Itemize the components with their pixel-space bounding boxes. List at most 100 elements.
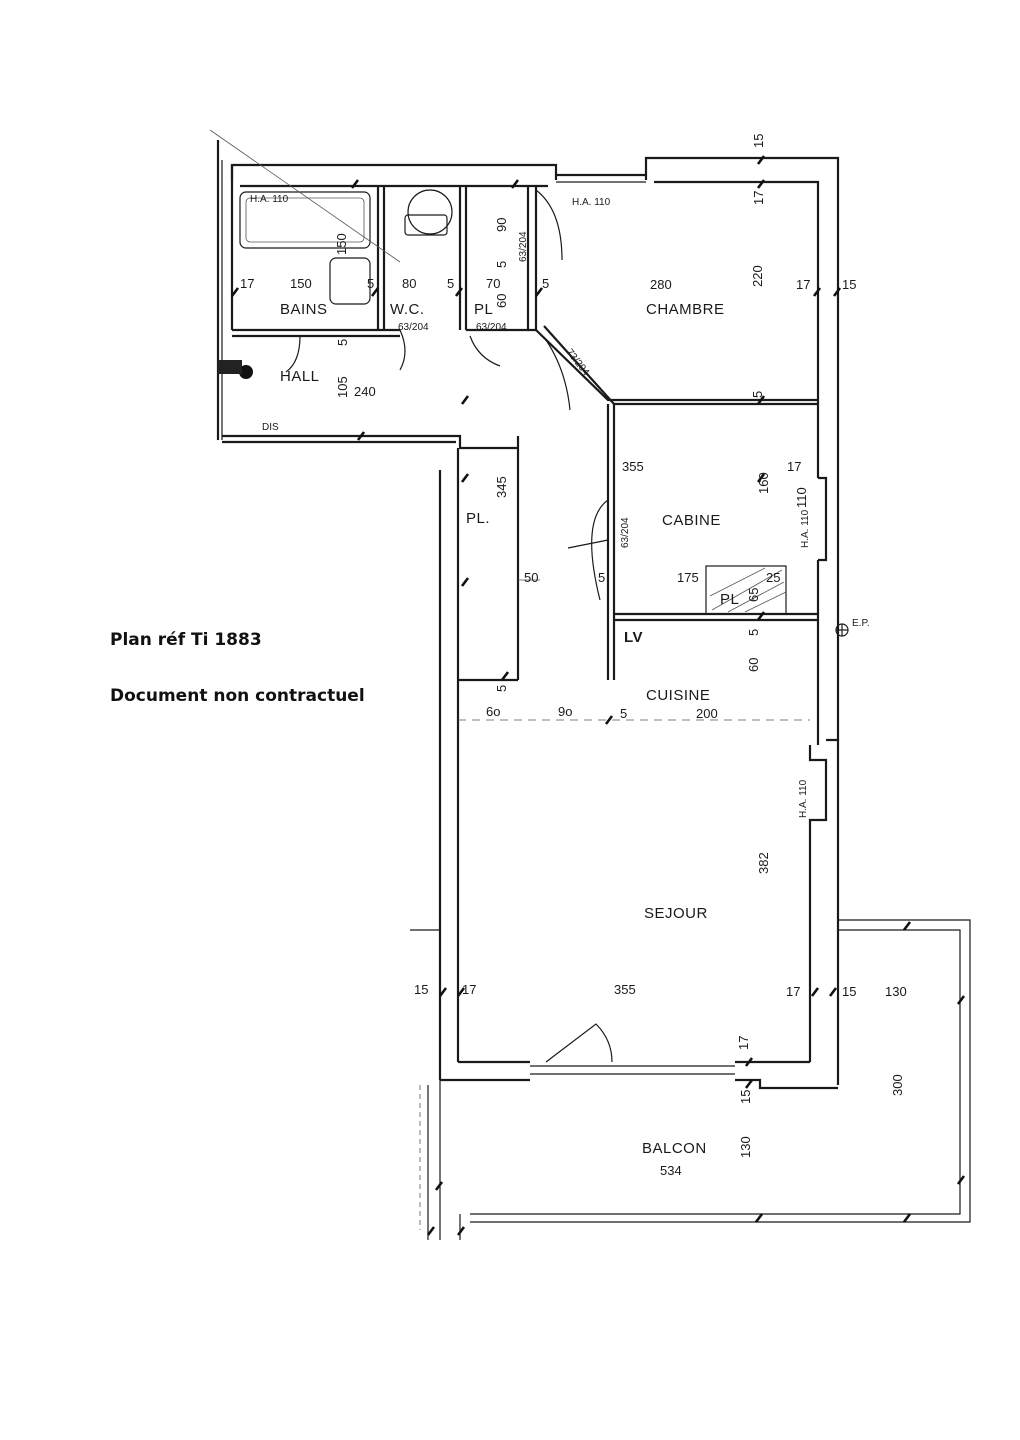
- toilet-tank: [404, 214, 448, 236]
- room-chambre: CHAMBRE: [646, 301, 725, 318]
- fixtures: [209, 129, 787, 615]
- sejour-south-outer-right: [735, 1078, 838, 1090]
- cabine-closet: [705, 565, 787, 615]
- dim-hall-w: 240: [354, 384, 376, 399]
- section-line: [209, 129, 401, 263]
- dim-130-right: 130: [885, 984, 907, 999]
- north-east-wall: [644, 156, 840, 490]
- hall-south-wall: [222, 434, 518, 450]
- dim-5-pl2: 5: [542, 276, 549, 291]
- ha-bains: H.A. 110: [250, 194, 289, 205]
- dim-cuisine-w: 200: [696, 706, 718, 721]
- bains-door-swing: [285, 335, 301, 373]
- plan-reference: Plan réf Ti 1883: [110, 630, 262, 650]
- dim-90: 90: [494, 218, 509, 232]
- bathtub-inner: [245, 197, 365, 243]
- doors: [218, 189, 849, 1063]
- dim-300: 300: [890, 1074, 905, 1096]
- dim-15-chambre: 15: [842, 277, 856, 292]
- balcony-rail-outer: [470, 919, 971, 1223]
- room-sejour: SEJOUR: [644, 905, 708, 922]
- dim-sejour-h: 382: [756, 852, 771, 874]
- dim-17-chambre: 17: [796, 277, 810, 292]
- dim-bains-h: 150: [334, 233, 349, 255]
- diagonal-chambre-wall: [535, 329, 818, 402]
- dim-65: 65: [746, 588, 761, 602]
- dim-25: 25: [766, 570, 780, 585]
- dim-17-top: 17: [751, 191, 766, 205]
- dim-door-pl: 63/204: [476, 322, 507, 333]
- pl-door-swing: [469, 335, 501, 367]
- dim-110-cabine: 110: [794, 487, 809, 508]
- wc-door-swing: [399, 329, 406, 371]
- room-pl-left: PL.: [466, 510, 490, 527]
- dim-hall-h: 105: [335, 376, 350, 398]
- room-balcon: BALCON: [642, 1140, 707, 1157]
- dim-5-low: 5: [620, 706, 627, 721]
- room-hall: HALL: [280, 368, 320, 385]
- dim-15-sejour-r: 15: [842, 984, 856, 999]
- dim-50: 50: [524, 570, 538, 585]
- room-pl-cabine: PL: [720, 591, 739, 608]
- dim-17-bottom: 17: [736, 1036, 751, 1050]
- dim-cabine-h: 160: [756, 472, 771, 494]
- ha-sejour: H.A. 110: [798, 779, 809, 818]
- room-cabine: CABINE: [662, 512, 721, 529]
- dim-door-73: 73/204: [564, 347, 592, 378]
- dim-5-hall: 5: [335, 339, 350, 346]
- dim-15-bottom: 15: [738, 1090, 753, 1104]
- disclaimer: Document non contractuel: [110, 686, 365, 706]
- dim-60-low: 6o: [486, 704, 500, 719]
- dim-60-cuisine: 60: [746, 658, 761, 672]
- balcony-rail: [470, 929, 961, 1215]
- bathtub: [239, 191, 371, 249]
- closet-hatch-2: [727, 581, 785, 613]
- dim-5-chambre-low: 5: [750, 391, 765, 398]
- dim-5-bains: 5: [367, 276, 374, 291]
- dim-wc-w: 80: [402, 276, 416, 291]
- toilet-bowl: [407, 189, 453, 235]
- east-wall-cuisine: [826, 490, 840, 742]
- dim-sejour-w: 355: [614, 982, 636, 997]
- dim-90-low: 9o: [558, 704, 572, 719]
- entry-door-mark: [218, 360, 242, 374]
- cabine-window-frame: [818, 476, 828, 562]
- dimension-ticks: [230, 155, 966, 1236]
- room-pl-top: PL: [474, 301, 493, 318]
- dim-17-bains: 17: [240, 276, 254, 291]
- dim-door-pl-v: 63/204: [518, 231, 529, 262]
- chambre-inner-wall: [654, 180, 820, 478]
- annotations: H.A. 110 H.A. 110 H.A. 110 H.A. 110: [250, 194, 811, 818]
- dim-5-pl: 5: [494, 261, 509, 268]
- dim-pl-h: 345: [494, 476, 509, 498]
- ha-cabine: H.A. 110: [800, 509, 811, 548]
- chambre-door-swing: [545, 339, 571, 411]
- closet-hatch-3: [744, 591, 787, 613]
- dim-175: 175: [677, 570, 699, 585]
- cabine-door-leaf: [567, 539, 609, 549]
- cabine-door-swing: [591, 499, 609, 601]
- washbasin: [329, 257, 371, 305]
- sejour-east-wall: [808, 745, 828, 1062]
- dim-door-wc: 63/204: [398, 322, 429, 333]
- dim-17-sejour: 17: [462, 982, 476, 997]
- room-dis: DIS: [262, 422, 279, 433]
- room-wc: W.C.: [390, 301, 425, 318]
- dim-chambre-w: 280: [650, 277, 672, 292]
- label-ep: E.P.: [852, 618, 870, 629]
- pl-chambre-door-swing: [535, 189, 563, 261]
- dim-17-sejour-r: 17: [786, 984, 800, 999]
- sejour-door-swing: [545, 1023, 613, 1063]
- dim-bains-w: 150: [290, 276, 312, 291]
- room-bains: BAINS: [280, 301, 328, 318]
- dim-5-lv: 5: [746, 629, 761, 636]
- dim-15-sejour: 15: [414, 982, 428, 997]
- walls: [216, 140, 971, 1240]
- dim-15-top: 15: [751, 134, 766, 148]
- closet-hatch-4: [709, 567, 766, 597]
- dim-70: 70: [486, 276, 500, 291]
- dim-cabine-w: 355: [622, 459, 644, 474]
- dim-60: 60: [494, 294, 509, 308]
